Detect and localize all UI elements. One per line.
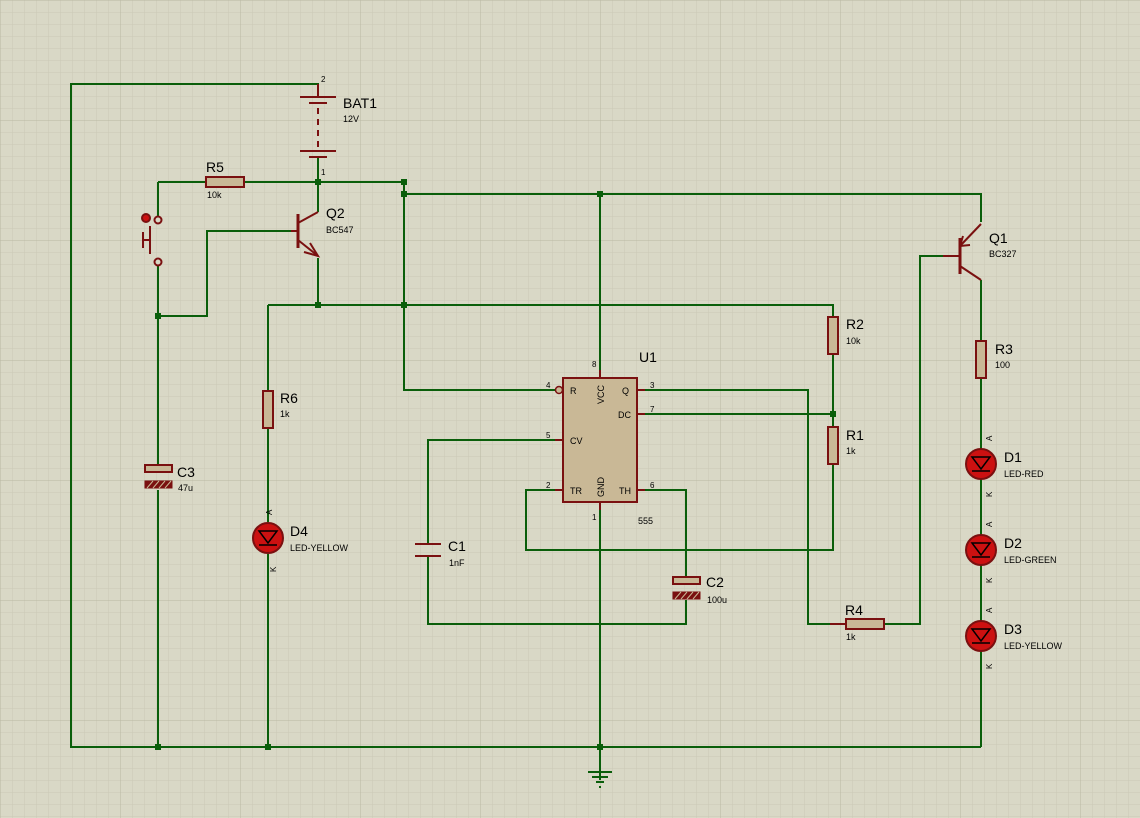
resistor-r1[interactable] [827, 426, 839, 465]
c3-ref: C3 [177, 464, 195, 480]
c2-ref: C2 [706, 574, 724, 590]
push-button-icon[interactable] [141, 213, 163, 267]
d4-value: LED-YELLOW [290, 543, 349, 553]
junction-dot [155, 744, 161, 750]
bat1-value: 12V [343, 114, 359, 124]
d4-pin-a: A [265, 509, 274, 515]
d3-pin-k: K [985, 663, 994, 669]
d3-value: LED-YELLOW [1004, 641, 1063, 651]
r2-value: 10k [846, 336, 861, 346]
junction-dot [315, 302, 321, 308]
junction-dot [155, 313, 161, 319]
r4-value: 1k [846, 632, 856, 642]
u1-pin-r-label: R [570, 386, 577, 396]
q1-ref: Q1 [989, 230, 1008, 246]
resistor-r2[interactable] [827, 316, 839, 355]
r1-ref: R1 [846, 427, 864, 443]
d2-pin-k: K [985, 577, 994, 583]
junction-dot [401, 302, 407, 308]
r1-value: 1k [846, 446, 856, 456]
u1-pin-gnd-label: GND [596, 477, 606, 498]
d4-pin-k: K [269, 566, 278, 572]
u1-pin7-num: 7 [650, 405, 655, 414]
junction-dot [597, 744, 603, 750]
transistor-q2[interactable] [291, 211, 321, 258]
junction-dot [401, 179, 407, 185]
q2-value: BC547 [326, 225, 354, 235]
u1-pin-th-label: TH [619, 486, 631, 496]
r6-value: 1k [280, 409, 290, 419]
u1-pin2-num: 2 [546, 481, 551, 490]
u1-pin8-num: 8 [592, 360, 597, 369]
r5-value: 10k [207, 190, 222, 200]
capacitor-c1[interactable] [415, 543, 441, 557]
d1-value: LED-RED [1004, 469, 1044, 479]
capacitor-c3[interactable] [144, 464, 173, 489]
u1-pin-dc-label: DC [618, 410, 631, 420]
capacitor-c2[interactable] [672, 576, 701, 600]
junction-dot [401, 191, 407, 197]
junction-dot [597, 191, 603, 197]
junction-dot [315, 179, 321, 185]
u1-pin-cv-label: CV [570, 436, 583, 446]
d2-ref: D2 [1004, 535, 1022, 551]
resistor-r6[interactable] [262, 390, 274, 429]
d1-pin-k: K [985, 491, 994, 497]
d4-ref: D4 [290, 523, 308, 539]
d1-ref: D1 [1004, 449, 1022, 465]
u1-value: 555 [638, 516, 653, 526]
junction-dot [265, 744, 271, 750]
r5-ref: R5 [206, 159, 224, 175]
led-d3[interactable] [965, 620, 997, 652]
d2-pin-a: A [985, 521, 994, 527]
resistor-r4[interactable] [830, 618, 885, 630]
r6-ref: R6 [280, 390, 298, 406]
r2-ref: R2 [846, 316, 864, 332]
u1-pin6-num: 6 [650, 481, 655, 490]
ic-u1-555[interactable] [554, 370, 645, 510]
u1-pin4-num: 4 [546, 381, 551, 390]
u1-ref: U1 [639, 349, 657, 365]
ground-symbol-icon [588, 771, 612, 788]
d3-pin-a: A [985, 607, 994, 613]
junction-dot [830, 411, 836, 417]
r4-ref: R4 [845, 602, 863, 618]
u1-pin1-num: 1 [592, 513, 597, 522]
led-d4[interactable] [252, 522, 284, 554]
r3-value: 100 [995, 360, 1010, 370]
u1-pin3-num: 3 [650, 381, 655, 390]
d2-value: LED-GREEN [1004, 555, 1057, 565]
c3-value: 47u [178, 483, 193, 493]
resistor-r3[interactable] [975, 340, 987, 379]
resistor-r5[interactable] [205, 176, 245, 188]
battery-bat1[interactable] [300, 84, 336, 158]
q2-ref: Q2 [326, 205, 345, 221]
bat1-pin-top: 2 [321, 75, 326, 84]
transistor-q1[interactable] [943, 223, 982, 281]
u1-pin5-num: 5 [546, 431, 551, 440]
u1-pin-q-label: Q [622, 386, 629, 396]
junctions [155, 179, 836, 750]
c1-value: 1nF [449, 558, 465, 568]
d3-ref: D3 [1004, 621, 1022, 637]
d1-pin-a: A [985, 435, 994, 441]
c1-ref: C1 [448, 538, 466, 554]
led-d2[interactable] [965, 534, 997, 566]
u1-pin-tr-label: TR [570, 486, 582, 496]
u1-pin-vcc-label: VCC [596, 384, 606, 404]
bat1-pin-bottom: 1 [321, 168, 326, 177]
r3-ref: R3 [995, 341, 1013, 357]
bat1-ref: BAT1 [343, 95, 377, 111]
led-d1[interactable] [965, 448, 997, 480]
q1-value: BC327 [989, 249, 1017, 259]
c2-value: 100u [707, 595, 727, 605]
